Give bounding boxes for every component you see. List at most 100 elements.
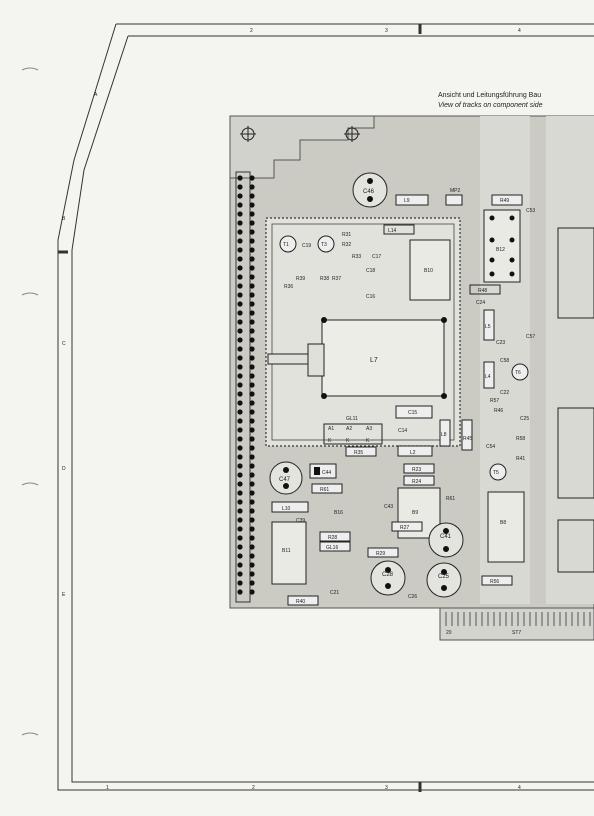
bus-via xyxy=(249,328,255,334)
col-label-top-4: 4 xyxy=(518,28,521,34)
bus-via xyxy=(249,355,255,361)
label-r38: R38 xyxy=(320,276,329,282)
label-c43: C43 xyxy=(384,504,393,510)
bus-via xyxy=(249,454,255,460)
svg-text:R24: R24 xyxy=(412,479,421,485)
capacitor-c15: C15 xyxy=(395,405,433,419)
label-b16: B16 xyxy=(334,510,343,516)
bus-via xyxy=(237,301,243,307)
resistor-r61: R61 xyxy=(311,483,343,494)
bus-via xyxy=(237,211,243,217)
resistor-r58: R56 xyxy=(481,575,513,586)
bus-via xyxy=(237,328,243,334)
bus-via xyxy=(237,499,243,505)
bus-via xyxy=(237,517,243,523)
bus-via xyxy=(249,202,255,208)
label-c56: C25 xyxy=(520,416,529,422)
bus-via xyxy=(249,418,255,424)
bus-via xyxy=(237,337,243,343)
diode-gl16: GL16 xyxy=(319,541,351,552)
bus-via xyxy=(237,463,243,469)
label-r39: R39 xyxy=(296,276,305,282)
svg-text:A2: A2 xyxy=(346,426,352,432)
svg-text:T5: T5 xyxy=(493,470,499,476)
svg-text:K: K xyxy=(328,438,332,444)
component-r48-body xyxy=(469,284,501,295)
bus-via xyxy=(237,454,243,460)
component-l10: L10 xyxy=(271,501,309,513)
bus-via xyxy=(237,526,243,532)
label-r32: R32 xyxy=(342,242,351,248)
svg-text:L8: L8 xyxy=(441,432,447,438)
bus-via xyxy=(237,436,243,442)
bus-via xyxy=(237,319,243,325)
bus-via xyxy=(249,562,255,568)
connector-pin-20: 20 xyxy=(446,630,452,636)
bus-via xyxy=(249,193,255,199)
svg-text:L4: L4 xyxy=(485,374,491,380)
label-c16: C16 xyxy=(366,294,375,300)
bus-via xyxy=(237,553,243,559)
label-r47: R57 xyxy=(490,398,499,404)
bus-via xyxy=(237,535,243,541)
label-l7: L7 xyxy=(370,357,378,364)
bus-via xyxy=(249,292,255,298)
capacitor-c47: C47 xyxy=(269,461,303,495)
mounting-holes xyxy=(240,126,360,142)
col-label-bottom-4: 4 xyxy=(518,785,521,791)
svg-text:B9: B9 xyxy=(412,510,418,516)
label-c23: C23 xyxy=(496,340,505,346)
resistor-r28: R28 xyxy=(319,531,351,542)
bus-via xyxy=(249,427,255,433)
bus-via xyxy=(249,319,255,325)
svg-text:B8: B8 xyxy=(500,520,506,526)
module-b11: B11 xyxy=(271,521,307,585)
bus-via xyxy=(237,355,243,361)
row-label-b: B xyxy=(62,216,66,222)
drawing-frame xyxy=(57,23,594,792)
svg-text:K: K xyxy=(366,438,370,444)
bus-via xyxy=(249,220,255,226)
svg-text:A1: A1 xyxy=(328,426,334,432)
label-r41: R58 xyxy=(516,436,525,442)
bus-via xyxy=(249,463,255,469)
bus-via xyxy=(237,220,243,226)
bus-via xyxy=(237,445,243,451)
svg-text:R27: R27 xyxy=(400,525,409,531)
bus-via xyxy=(249,256,255,262)
title-line-2: View of tracks on component side xyxy=(438,102,543,109)
bus-via xyxy=(249,382,255,388)
label-r37: R37 xyxy=(332,276,341,282)
bus-via xyxy=(249,553,255,559)
svg-text:R28: R28 xyxy=(328,535,337,541)
svg-text:C41: C41 xyxy=(440,534,452,540)
row-label-d: D xyxy=(62,466,66,472)
component-l9: L9 xyxy=(395,194,429,206)
bus-via xyxy=(237,418,243,424)
connector-st7: 20 ST7 xyxy=(445,612,591,636)
bus-via xyxy=(237,283,243,289)
component-l8: L8 xyxy=(439,419,451,447)
frame-row-labels: A B C D E xyxy=(62,92,98,598)
bus-via xyxy=(249,238,255,244)
svg-text:C44: C44 xyxy=(322,470,331,476)
label-r57: R46 xyxy=(494,408,503,414)
bus-via xyxy=(237,193,243,199)
bus-via xyxy=(237,364,243,370)
bus-via xyxy=(237,508,243,514)
label-r48: R48 xyxy=(478,288,487,294)
bus-via xyxy=(249,445,255,451)
svg-text:GL16: GL16 xyxy=(326,545,338,551)
bus-via xyxy=(237,580,243,586)
svg-text:A3: A3 xyxy=(366,426,372,432)
bus-via xyxy=(249,472,255,478)
bus-via xyxy=(249,265,255,271)
svg-text:GL11: GL11 xyxy=(346,416,358,422)
component-l4: L4 xyxy=(483,361,495,389)
binder-holes xyxy=(21,67,39,736)
resistor-r56: R40 xyxy=(287,595,319,606)
bus-via xyxy=(249,175,255,181)
svg-text:T6: T6 xyxy=(515,370,521,376)
bus-via xyxy=(237,472,243,478)
label-r36: R36 xyxy=(284,284,293,290)
